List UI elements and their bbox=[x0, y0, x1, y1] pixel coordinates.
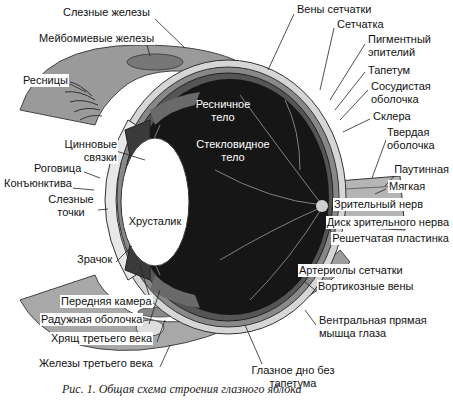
part-label: Ресницы bbox=[22, 74, 69, 87]
part-label: Паутинная bbox=[393, 163, 450, 176]
figure-caption: Рис. 1. Общая схема строения глазного яб… bbox=[62, 382, 302, 397]
part-label: Зрительный нерв bbox=[333, 198, 424, 211]
part-label: Диск зрительного нерва bbox=[326, 216, 450, 229]
part-label: Сетчатка bbox=[336, 18, 385, 31]
part-label: Вены сетчатки bbox=[296, 3, 372, 16]
part-label: Железы третьего века bbox=[38, 357, 154, 370]
part-label: Твердая оболочка bbox=[386, 126, 450, 152]
part-label: Слезные железы bbox=[62, 6, 151, 19]
part-label: Решетчатая пластинка bbox=[331, 232, 450, 245]
part-label: Цинновые связки bbox=[58, 138, 118, 164]
part-label: Радужная оболочка bbox=[40, 313, 143, 326]
part-label: Склера bbox=[372, 110, 412, 123]
part-label: Артериолы сетчатки bbox=[298, 264, 404, 277]
part-label: Мейбомиевые железы bbox=[38, 32, 155, 45]
part-label: Хрящ третьего века bbox=[50, 332, 153, 345]
part-label: Мягкая bbox=[388, 180, 426, 193]
part-label: Ресничное тело bbox=[193, 98, 253, 124]
part-label: Передняя камера bbox=[60, 295, 153, 308]
part-label: Пигментный эпителий bbox=[367, 33, 447, 59]
part-label: Роговица bbox=[33, 162, 82, 175]
part-label: Хрусталик bbox=[126, 215, 184, 228]
part-label: Тапетум bbox=[367, 64, 411, 77]
part-label: Сосудистая оболочка bbox=[370, 80, 448, 106]
part-label: Зрачок bbox=[76, 253, 113, 266]
part-label: Стекловидное тело bbox=[192, 138, 274, 164]
part-label: Вортикозные вены bbox=[317, 280, 414, 293]
part-label: Слезные точки bbox=[44, 193, 98, 219]
part-label: Вентральная прямая мышца глаза bbox=[318, 314, 440, 340]
part-label: Конъюнктива bbox=[3, 177, 73, 190]
